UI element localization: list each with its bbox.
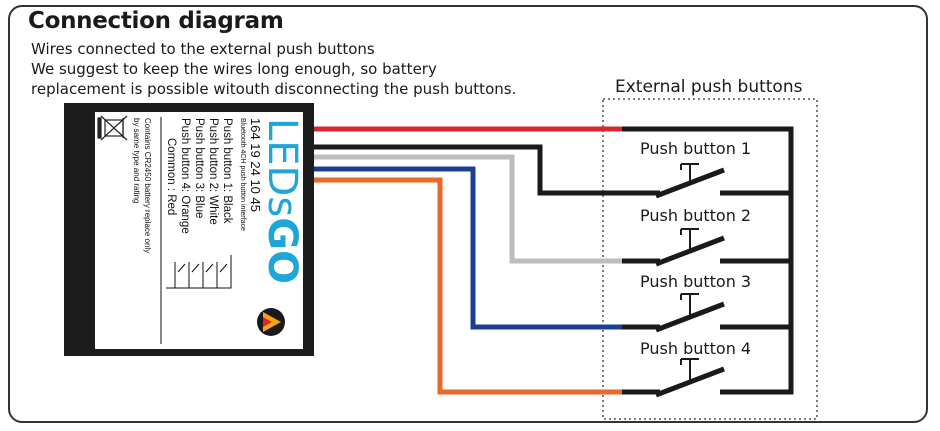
page-title: Connection diagram [28,8,284,34]
wiring-line-4: Push button 4: Orange [179,118,191,234]
wiring-line-1: Push button 1: Black [221,118,233,224]
switch-4 [622,358,744,398]
wire-orange [312,177,622,395]
wiring-line-5: Common : Red [165,138,177,215]
switch-2 [622,228,744,267]
push-button-1-label: Push button 1 [640,139,751,158]
push-button-2-label: Push button 2 [640,206,751,225]
ledsgo-logo-icon [257,308,285,336]
product-code: 164 19 24 10 45 [248,118,263,212]
brand-leds: LEDs [259,118,305,217]
wire-white [312,154,622,264]
weee-bin-icon [97,115,128,141]
description-line-1: Wires connected to the external push but… [31,40,375,58]
common-bus [622,126,794,395]
wiring-line-2: Push button 2: White [207,118,219,225]
description: Wires connected to the external push but… [31,39,516,99]
label-switch-symbols [166,255,232,289]
product-subtitle: Bluetooth 4CH push button interface [239,118,246,231]
push-button-4-label: Push button 4 [640,339,751,358]
description-line-3: replacement is possible witouth disconne… [31,80,517,98]
switch-3 [622,293,744,333]
diagram-frame [8,5,928,423]
push-button-3-label: Push button 3 [640,272,751,291]
module-label-content: LEDsGO 164 19 24 10 45 Bluetooth 4CH pus… [97,115,305,344]
wire-blue [312,166,622,330]
switch-1 [622,163,744,199]
external-buttons-box [602,98,818,420]
wiring-line-3: Push button 3: Blue [193,118,205,218]
external-buttons-label: External push buttons [615,77,803,97]
description-line-2: We suggest to keep the wires long enough… [31,60,437,78]
wire-black [312,144,622,196]
brand-go: GO [259,217,305,284]
svg-text:LEDsGO: LEDsGO [259,118,305,284]
battery-note-1: Contains CR2450 battery replace only [143,118,152,253]
battery-note-2: by same type and rating [132,118,141,203]
